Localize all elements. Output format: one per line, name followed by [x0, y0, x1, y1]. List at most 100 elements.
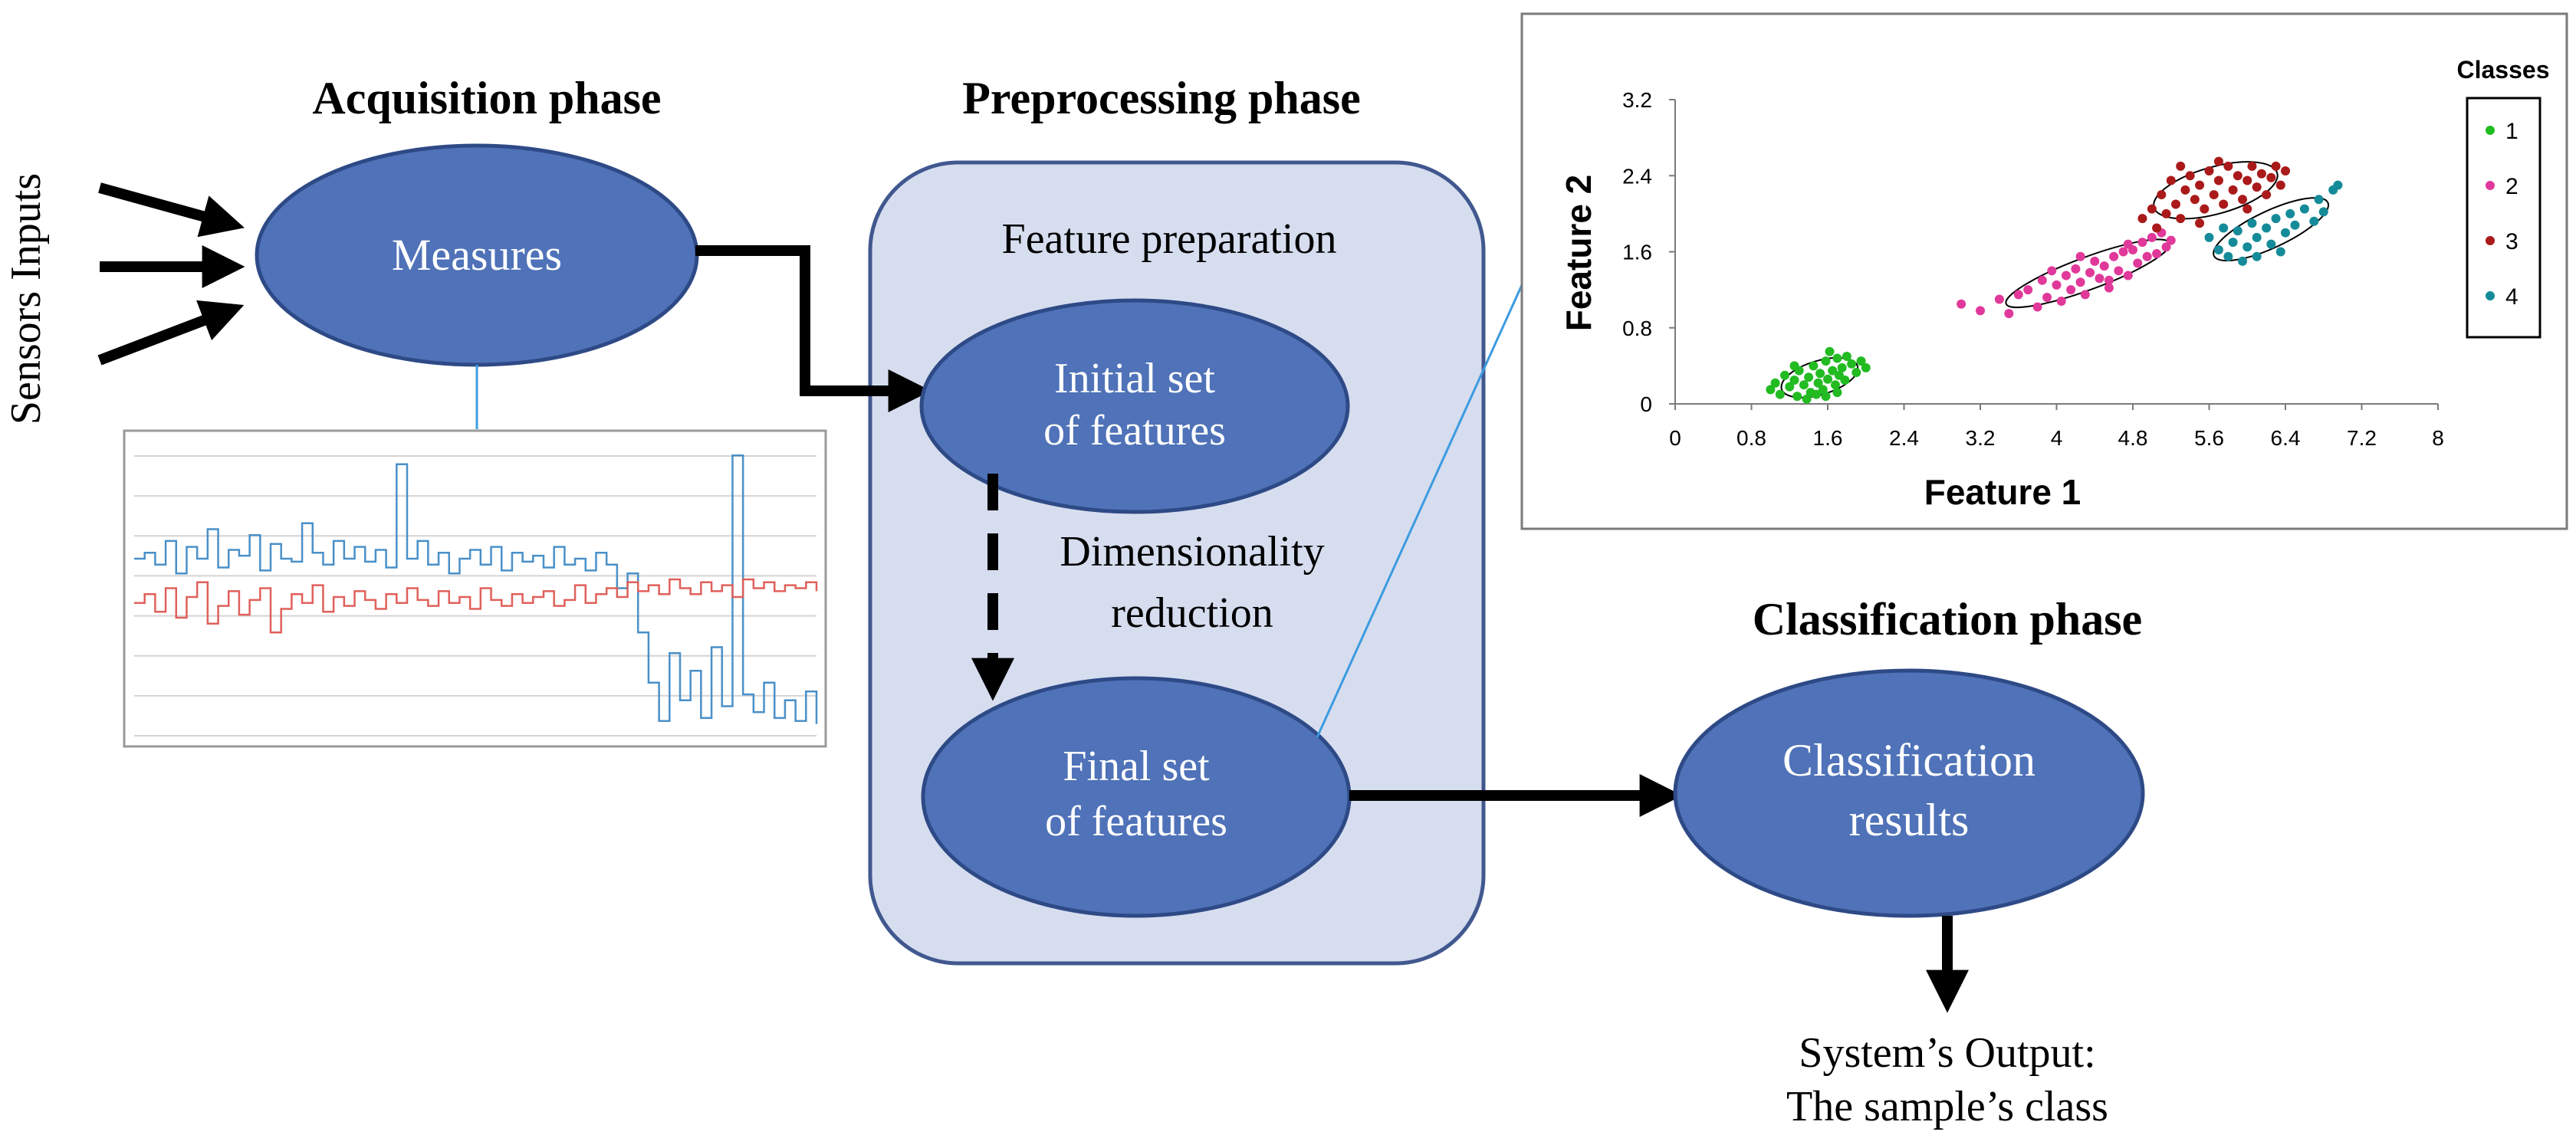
scatter-plot-frame [1520, 12, 2568, 530]
measures-node: Measures [255, 143, 699, 367]
y-tick-label: 2.4 [1622, 164, 1652, 188]
data-point-class-4 [2290, 220, 2300, 230]
data-point-class-2 [1976, 306, 1985, 316]
data-point-class-4 [2285, 208, 2295, 218]
signal-series-blue [134, 454, 818, 724]
data-point-class-2 [2075, 251, 2085, 261]
data-point-class-2 [2114, 266, 2124, 276]
signal-chart-frame [123, 429, 827, 748]
initial-features-node: Initial set of features [919, 298, 1350, 514]
data-point-class-1 [1852, 368, 1861, 378]
data-point-class-3 [2262, 190, 2272, 200]
x-tick-label: 1.6 [1813, 426, 1843, 450]
data-point-class-1 [1821, 356, 1831, 366]
system-output-label-line1: System’s Output: [1799, 1029, 2095, 1077]
data-point-class-3 [2247, 161, 2257, 171]
data-point-class-4 [2333, 180, 2343, 190]
data-point-class-1 [1842, 351, 1852, 361]
dimensionality-reduction-label-line2: reduction [1111, 589, 1273, 637]
final-features-label-line1: Final set [1063, 743, 1210, 790]
data-point-class-1 [1832, 388, 1842, 398]
data-point-class-3 [2281, 166, 2290, 176]
data-point-class-4 [2281, 228, 2290, 238]
data-point-class-1 [1789, 375, 1799, 385]
data-point-class-2 [1994, 294, 2004, 304]
data-point-class-1 [1812, 389, 1822, 399]
data-point-class-1 [1766, 385, 1776, 395]
data-point-class-2 [2142, 251, 2152, 261]
x-tick-label: 3.2 [1966, 426, 1996, 450]
x-tick-label: 4 [2051, 426, 2063, 450]
data-point-class-4 [2309, 216, 2319, 226]
data-point-class-2 [2104, 283, 2114, 293]
data-point-class-1 [1825, 346, 1835, 356]
data-point-class-2 [2023, 285, 2033, 295]
data-point-class-4 [2242, 242, 2252, 252]
data-point-class-3 [2200, 204, 2210, 214]
data-point-class-2 [2152, 248, 2162, 258]
data-point-class-1 [1823, 374, 1832, 384]
feature-preparation-title: Feature preparation [1002, 215, 1337, 263]
data-point-class-3 [2161, 208, 2171, 218]
x-tick-label: 0 [1669, 426, 1681, 450]
data-point-class-2 [2118, 247, 2128, 257]
data-point-class-3 [2228, 185, 2238, 195]
preprocessing-phase-heading: Preprocessing phase [962, 73, 1360, 123]
data-point-class-3 [2204, 166, 2214, 176]
data-point-class-1 [1802, 394, 1812, 404]
data-point-class-1 [1770, 378, 1780, 388]
data-point-class-3 [2152, 223, 2162, 233]
data-point-class-1 [1809, 361, 1819, 371]
data-point-class-3 [2271, 161, 2281, 171]
data-point-class-2 [2066, 285, 2076, 295]
data-point-class-1 [1789, 361, 1799, 371]
data-point-class-2 [2061, 271, 2071, 280]
data-point-class-3 [2176, 161, 2186, 171]
data-point-class-2 [2104, 275, 2114, 285]
legend-title: Classes [2457, 56, 2550, 84]
sensor-input-arrows [97, 182, 245, 366]
data-point-class-4 [2204, 232, 2214, 242]
data-point-class-2 [2166, 235, 2176, 245]
data-point-class-1 [1785, 382, 1795, 392]
measures-label: Measures [392, 230, 562, 280]
data-point-class-1 [1837, 362, 1847, 372]
final-features-node: Final set of features [921, 676, 1352, 918]
data-point-class-3 [2185, 171, 2195, 181]
initial-features-label-line1: Initial set [1054, 355, 1215, 402]
y-tick-label: 1.6 [1622, 241, 1652, 264]
data-point-class-3 [2190, 195, 2200, 205]
legend-label-1: 1 [2505, 119, 2518, 144]
legend-label-3: 3 [2505, 229, 2518, 254]
sensor-signal-chart [123, 429, 827, 748]
input-arrow [97, 300, 245, 366]
data-point-class-1 [1856, 356, 1866, 366]
signal-gridlines [134, 455, 816, 736]
data-point-class-2 [2013, 290, 2023, 300]
data-point-class-2 [2037, 275, 2047, 285]
x-tick-label: 2.4 [1889, 426, 1919, 450]
data-point-class-4 [2228, 238, 2238, 248]
data-point-class-4 [2271, 214, 2281, 224]
data-point-class-1 [1815, 369, 1825, 379]
data-point-class-4 [2299, 204, 2309, 214]
data-point-class-2 [2075, 277, 2085, 287]
cluster-ellipse-4 [2213, 197, 2330, 262]
data-point-class-2 [2052, 280, 2062, 290]
y-tick-label: 0 [1640, 392, 1652, 416]
data-point-class-4 [2275, 247, 2285, 257]
data-point-class-2 [2071, 264, 2081, 274]
data-point-class-3 [2195, 180, 2205, 190]
data-point-class-4 [2252, 251, 2262, 261]
data-point-class-1 [1780, 370, 1790, 380]
data-point-class-1 [1861, 362, 1871, 372]
measures-to-initial-arrow [695, 245, 932, 412]
data-point-class-3 [2176, 214, 2186, 224]
data-point-class-3 [2180, 185, 2190, 195]
data-point-class-1 [1828, 366, 1838, 376]
data-point-class-3 [2170, 199, 2180, 209]
data-point-class-3 [2238, 195, 2248, 205]
final-features-ellipse [921, 676, 1352, 918]
data-point-class-1 [1804, 372, 1814, 382]
